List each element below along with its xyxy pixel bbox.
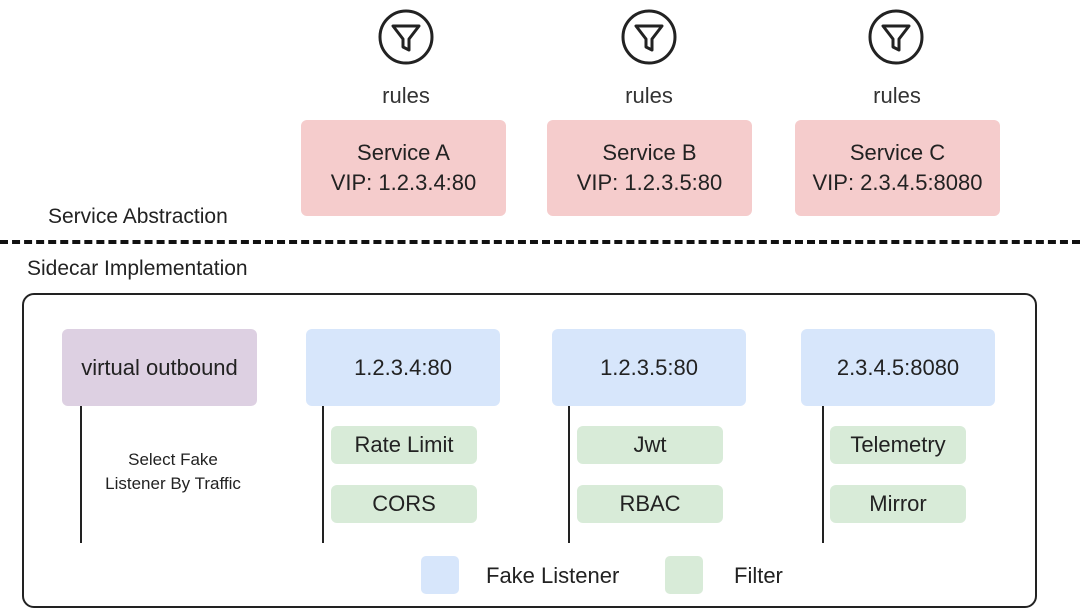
filter-funnel-icon bbox=[868, 9, 924, 65]
select-listener-note-line1: Select Fake bbox=[128, 450, 218, 469]
legend-listener-label: Fake Listener bbox=[486, 563, 620, 588]
legend-filter-label: Filter bbox=[734, 563, 783, 588]
listener-1-connector-line bbox=[322, 406, 324, 543]
sidecar-implementation-label: Sidecar Implementation bbox=[27, 257, 248, 280]
rules-label-a: rules bbox=[382, 83, 430, 108]
virtual-outbound-box: virtual outbound bbox=[62, 329, 257, 406]
filter-telemetry: Telemetry bbox=[830, 426, 966, 464]
fake-listener-3-address: 2.3.4.5:8080 bbox=[836, 354, 960, 380]
service-a-name: Service A bbox=[357, 140, 450, 165]
fake-listener-1-address: 1.2.3.4:80 bbox=[354, 354, 452, 380]
listener-3-connector-line bbox=[822, 406, 824, 543]
virtual-outbound-label: virtual outbound bbox=[81, 354, 238, 380]
filter-rbac-label: RBAC bbox=[619, 491, 681, 516]
legend-filter-swatch bbox=[665, 556, 703, 594]
filter-cors: CORS bbox=[331, 485, 477, 523]
filter-mirror-label: Mirror bbox=[869, 491, 927, 516]
filter-rate-limit: Rate Limit bbox=[331, 426, 477, 464]
fake-listener-1: 1.2.3.4:80 bbox=[306, 329, 500, 406]
service-c-box: Service C VIP: 2.3.4.5:8080 bbox=[795, 120, 1000, 216]
sidecar-container bbox=[22, 293, 1037, 608]
fake-listener-2: 1.2.3.5:80 bbox=[552, 329, 746, 406]
rules-label-c: rules bbox=[873, 83, 921, 108]
filter-rate-limit-label: Rate Limit bbox=[354, 432, 454, 457]
service-c-name: Service C bbox=[849, 140, 946, 165]
filter-jwt: Jwt bbox=[577, 426, 723, 464]
service-b-box: Service B VIP: 1.2.3.5:80 bbox=[547, 120, 752, 216]
filter-telemetry-label: Telemetry bbox=[850, 432, 946, 457]
select-listener-note-line2: Listener By Traffic bbox=[105, 474, 241, 493]
service-a-box: Service A VIP: 1.2.3.4:80 bbox=[301, 120, 506, 216]
fake-listener-2-address: 1.2.3.5:80 bbox=[600, 354, 698, 380]
filter-cors-label: CORS bbox=[372, 491, 436, 516]
section-divider bbox=[0, 240, 1080, 244]
filter-jwt-label: Jwt bbox=[633, 432, 667, 457]
filter-mirror: Mirror bbox=[830, 485, 966, 523]
filter-rbac: RBAC bbox=[577, 485, 723, 523]
filter-funnel-icon bbox=[378, 9, 434, 65]
service-b-vip: VIP: 1.2.3.5:80 bbox=[576, 170, 723, 195]
fake-listener-3: 2.3.4.5:8080 bbox=[801, 329, 995, 406]
service-c-vip: VIP: 2.3.4.5:8080 bbox=[812, 170, 983, 195]
filter-funnel-icon bbox=[621, 9, 677, 65]
service-a-vip: VIP: 1.2.3.4:80 bbox=[330, 170, 477, 195]
service-b-name: Service B bbox=[602, 140, 697, 165]
listener-2-connector-line bbox=[568, 406, 570, 543]
legend-listener-swatch bbox=[421, 556, 459, 594]
select-listener-note: Select Fake Listener By Traffic bbox=[73, 448, 273, 496]
outbound-connector-line bbox=[80, 406, 82, 543]
rules-label-b: rules bbox=[625, 83, 673, 108]
service-abstraction-label: Service Abstraction bbox=[48, 205, 228, 228]
